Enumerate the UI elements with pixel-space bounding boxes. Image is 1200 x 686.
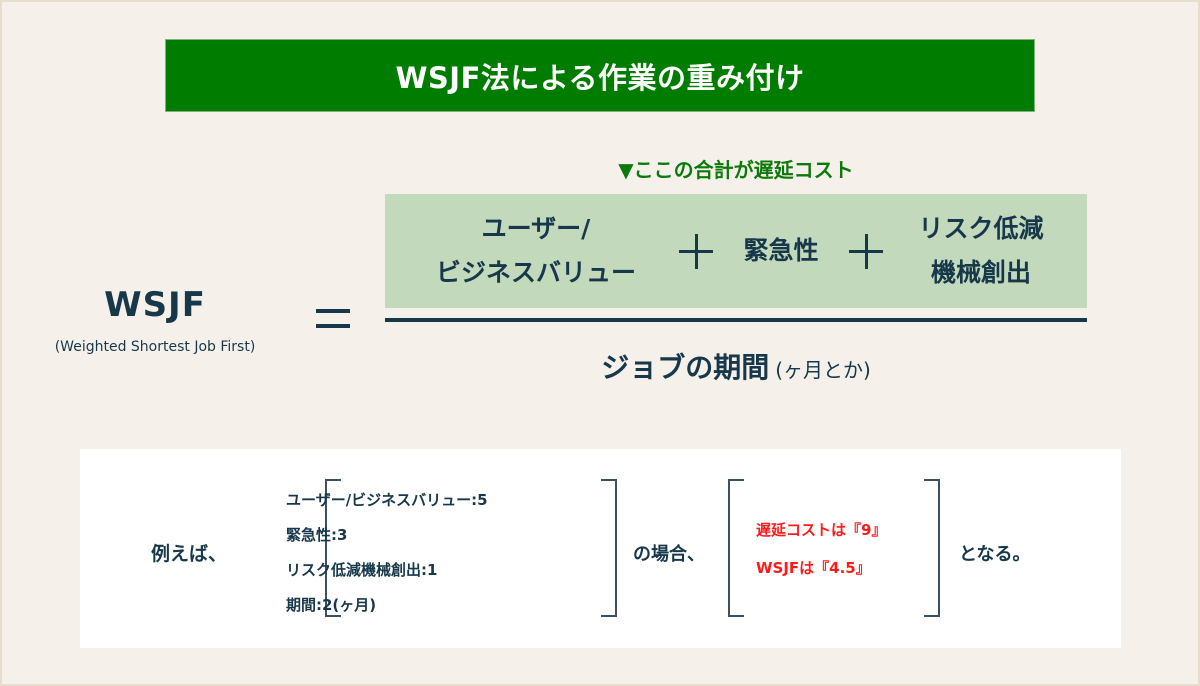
job-duration-label: ジョブの期間 [601,351,770,384]
example-inputs: ユーザー/ビジネスバリュー:5 緊急性:3 リスク低減機械創出:1 期間:2(ヶ… [286,483,488,623]
term-line: 緊急性 [743,236,819,265]
right-bracket [601,479,617,617]
denominator: ジョブの期間(ヶ月とか) [385,346,1087,386]
cost-of-delay-note: ▼ここの合計が遅延コスト [618,158,854,182]
term-line: 機械創出 [930,258,1031,287]
equals-sign [316,309,350,328]
list-item: 遅延コストは『9』 [756,521,887,539]
term-line: ビジネスバリュー [435,258,636,287]
job-duration-unit: (ヶ月とか) [775,358,871,382]
list-item: 期間:2(ヶ月) [286,596,377,614]
plus-icon [836,229,896,273]
list-item: リスク低減機械創出:1 [286,561,438,579]
right-bracket [924,479,940,617]
term-time-criticality: 緊急性 [726,229,836,273]
plus-icon [666,229,726,273]
wsjf-full-name: (Weighted Shortest Job First) [54,339,256,355]
term-line: ユーザー/ [481,214,591,243]
page-title: WSJF法による作業の重み付け [395,60,805,95]
example-results: 遅延コストは『9』 WSJFは『4.5』 [756,511,886,587]
list-item: 緊急性:3 [286,526,348,544]
example-lead: 例えば、 [151,543,228,565]
term-risk-reduction: リスク低減 機械創出 [896,207,1066,295]
wsjf-acronym: WSJF [104,285,206,325]
example-middle: の場合、 [633,544,705,565]
term-line: リスク低減 [918,214,1044,243]
title-banner: WSJF法による作業の重み付け [165,39,1035,112]
numerator-box: ユーザー/ ビジネスバリュー 緊急性 リスク低減 機械創出 [385,194,1087,308]
formula-lhs: WSJF (Weighted Shortest Job First) [30,285,280,355]
example-tail: となる。 [959,544,1031,565]
example-card: 例えば、 ユーザー/ビジネスバリュー:5 緊急性:3 リスク低減機械創出:1 期… [80,449,1121,648]
left-bracket [325,479,341,617]
fraction-line [385,318,1087,322]
list-item: ユーザー/ビジネスバリュー:5 [286,491,488,509]
list-item: WSJFは『4.5』 [756,559,871,577]
term-user-business-value: ユーザー/ ビジネスバリュー [406,207,666,295]
left-bracket [728,479,744,617]
